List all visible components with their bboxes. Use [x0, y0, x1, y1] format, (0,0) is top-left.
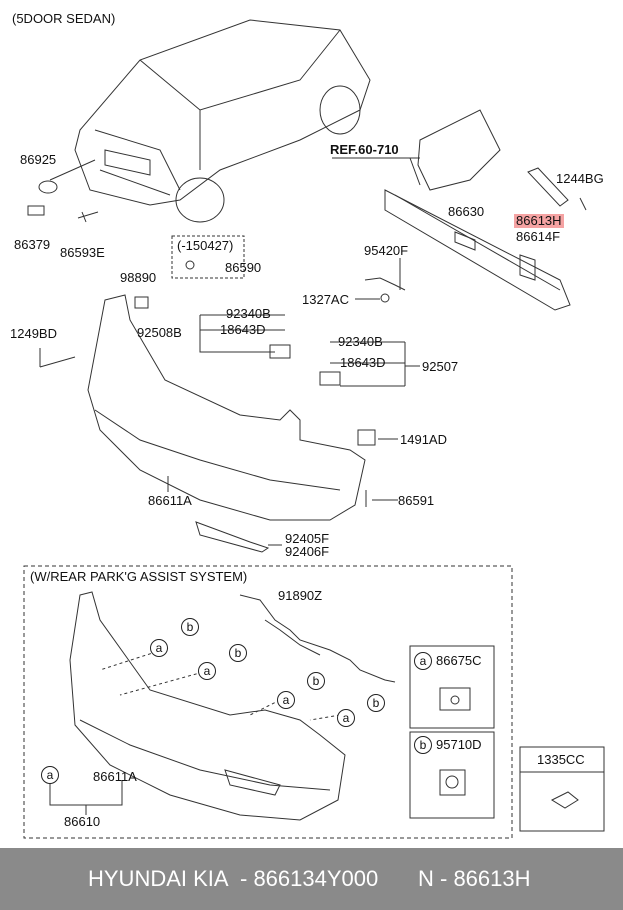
car-illustration: [74, 19, 371, 223]
label-95420f: 95420F: [364, 243, 409, 258]
label-86591: 86591: [398, 493, 435, 508]
marker-b-3: b: [307, 672, 325, 690]
lamp-b: [319, 371, 341, 386]
label-1491ad: 1491AD: [400, 432, 447, 447]
marker-a-1: a: [150, 639, 168, 657]
variant-label: (5DOOR SEDAN): [12, 11, 116, 26]
label-86630: 86630: [448, 204, 485, 219]
part-1335cc: [550, 791, 579, 809]
label-86611a-top: 86611A: [148, 493, 192, 508]
label-18643d-b: 18643D: [340, 355, 386, 370]
legend-a-box: [409, 645, 495, 729]
date-box: [171, 235, 245, 279]
label-91890z: 91890Z: [278, 588, 323, 603]
part-86675c: [439, 687, 471, 711]
marker-b-1: b: [181, 618, 199, 636]
marker-b-4: b: [367, 694, 385, 712]
label-92406f: 92406F: [285, 544, 330, 559]
label-92340b-b: 92340B: [338, 334, 383, 349]
parts-diagram: (5DOOR SEDAN) REF.60-710 86925 86379 865…: [10, 11, 605, 839]
label-86610: 86610: [64, 814, 101, 829]
marker-a-4: a: [337, 709, 355, 727]
legend-marker-b: b: [414, 736, 432, 754]
footer-brand: HYUNDAI KIA: [88, 866, 229, 891]
wire-95420f: [364, 277, 406, 291]
lamp-a: [269, 344, 291, 359]
label-1244bg: 1244BG: [556, 171, 604, 186]
label-date-range: (-150427): [177, 238, 234, 253]
ref-bracket: [417, 109, 501, 191]
bumper-86611a: [87, 294, 366, 521]
label-86593e: 86593E: [60, 245, 105, 260]
legend-part-b: 95710D: [436, 737, 482, 752]
legend-part-a: 86675C: [436, 653, 482, 668]
label-86379: 86379: [14, 237, 51, 252]
bumper-lower: [69, 591, 346, 821]
reflector-92405f: [195, 521, 270, 553]
label-86590: 86590: [225, 260, 262, 275]
marker-a-3: a: [277, 691, 295, 709]
clip-86379: [27, 205, 45, 216]
label-1335cc: 1335CC: [537, 752, 585, 767]
footer-bar: HYUNDAI KIA - 866134Y000 N - 86613H: [0, 848, 623, 910]
marker-a-2: a: [198, 662, 216, 680]
marker-a-5: a: [41, 766, 59, 784]
parts-drawing: [23, 19, 605, 839]
clip-1491ad: [357, 429, 376, 446]
part-95710d: [439, 769, 466, 796]
label-86611a: 86611A: [93, 769, 137, 784]
absorber-86613h: [527, 167, 569, 207]
label-86613h: 86613H: [514, 213, 564, 228]
label-92340b-a: 92340B: [226, 306, 271, 321]
label-1327ac: 1327AC: [302, 292, 349, 307]
harness-91890z: [239, 594, 396, 683]
label-18643d-a: 18643D: [220, 322, 266, 337]
label-92508b: 92508B: [137, 325, 182, 340]
label-92507: 92507: [422, 359, 459, 374]
label-86614f: 86614F: [516, 229, 561, 244]
lower-section-title: (W/REAR PARK'G ASSIST SYSTEM): [30, 569, 248, 584]
footer-ref: N - 86613H: [418, 866, 531, 891]
legend-marker-a: a: [414, 652, 432, 670]
label-1249bd: 1249BD: [10, 326, 57, 341]
ref-label: REF.60-710: [330, 142, 399, 157]
lower-section-box: [23, 565, 513, 839]
rear-beam-86630: [384, 189, 571, 311]
label-86925: 86925: [20, 152, 57, 167]
label-92405f: 92405F: [285, 531, 330, 546]
plug-86925: [38, 180, 58, 194]
legend-1335cc-box: [519, 746, 605, 832]
clip-98890: [134, 296, 149, 309]
footer-part-number: - 866134Y000: [240, 866, 379, 891]
marker-b-2: b: [229, 644, 247, 662]
bolt-1249bd: [39, 356, 76, 368]
bolt-86593e: [77, 211, 99, 223]
legend-b-box: [409, 731, 495, 819]
label-98890: 98890: [120, 270, 157, 285]
